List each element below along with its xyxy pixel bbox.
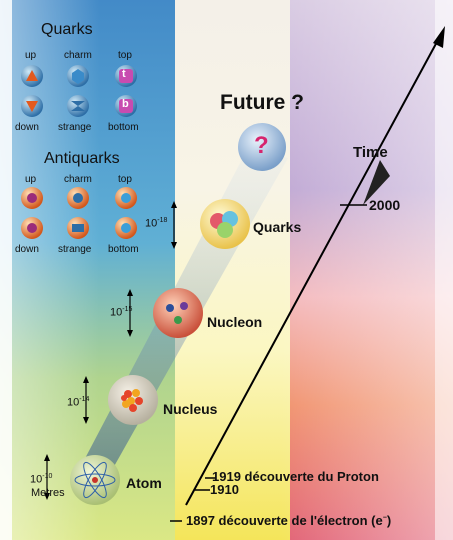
antiquark-label-down: down [15,244,39,255]
year-2000-label: 2000 [369,197,401,213]
event-electron: 1897 découverte de l'électron (e−) [186,513,392,528]
quarks-heading: Quarks [41,21,93,38]
time-arrow [170,26,445,522]
antiquark-label-up: up [25,174,37,185]
level-label-nucleon: Nucleon [207,314,263,330]
quark-label-down: down [15,122,39,133]
quark-label-charm: charm [64,50,92,61]
quark-label-up: up [25,50,37,61]
future-question-mark: ? [254,132,269,159]
future-sphere [238,123,286,171]
nucleon-sphere [153,288,203,338]
atom-sphere [70,455,120,505]
nucleus-sphere [108,375,158,425]
quark-label-bottom: bottom [108,122,139,133]
quarks-sphere [200,199,250,249]
quark-label-strange: strange [58,122,92,133]
quark-icons [21,65,137,117]
quark-label-top: top [118,50,132,61]
scale-atom: 10-10 [30,473,53,486]
quark-letter-b: b [122,98,129,110]
event-proton: 1919 découverte du Proton [212,469,379,484]
level-label-nucleus: Nucleus [163,401,218,417]
scale-nucleon: 10-15 [110,306,133,319]
unit-label: Metres [31,487,65,499]
antiquark-label-top: top [118,174,132,185]
scale-arrows [44,201,177,500]
antiquark-label-bottom: bottom [108,244,139,255]
level-label-atom: Atom [126,475,162,491]
scale-nucleus: 10-14 [67,396,90,409]
antiquark-label-charm: charm [64,174,92,185]
event-1910: 1910 [210,482,239,497]
antiquark-icons [21,187,137,239]
time-axis-label: Time [353,144,388,161]
antiquark-label-strange: strange [58,244,92,255]
quark-letter-t: t [122,68,126,80]
future-label: Future ? [220,91,304,114]
level-label-quarks: Quarks [253,219,302,235]
antiquarks-heading: Antiquarks [44,150,120,167]
scale-quarks: 10-18 [145,217,168,230]
